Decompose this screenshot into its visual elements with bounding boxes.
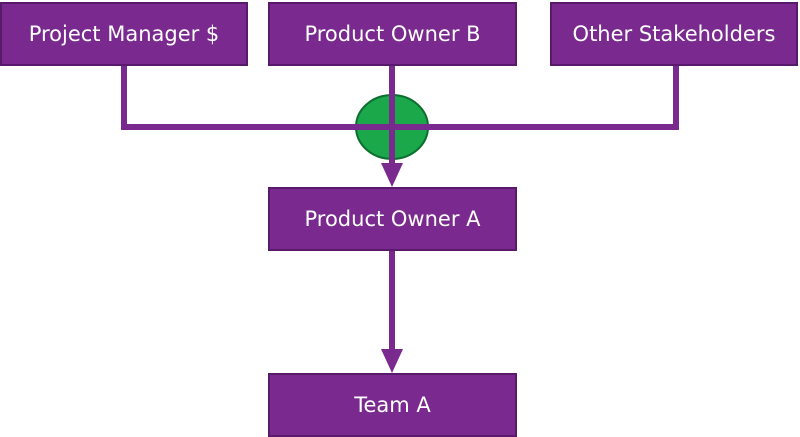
node-project-manager-label: Project Manager $ <box>28 22 220 46</box>
node-team-a-label: Team A <box>354 393 431 417</box>
node-product-owner-b-label: Product Owner B <box>304 22 481 46</box>
node-project-manager: Project Manager $ <box>0 2 248 66</box>
node-product-owner-a: Product Owner A <box>268 187 517 251</box>
node-team-a: Team A <box>268 373 517 437</box>
node-product-owner-b: Product Owner B <box>268 2 517 66</box>
node-product-owner-a-label: Product Owner A <box>304 207 481 231</box>
node-other-stakeholders: Other Stakeholders <box>550 2 798 66</box>
node-other-stakeholders-label: Other Stakeholders <box>572 22 776 46</box>
